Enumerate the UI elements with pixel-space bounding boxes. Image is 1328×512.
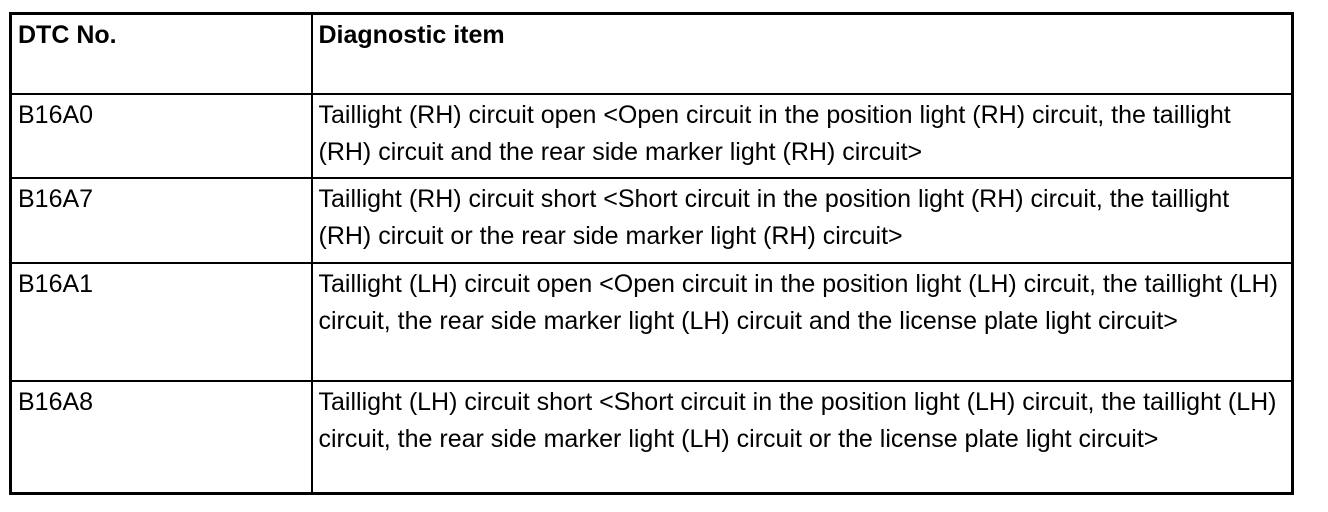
diagnostic-item-cell: Taillight (LH) circuit open <Open circui… xyxy=(310,261,1294,382)
diagnostic-item-cell: Taillight (LH) circuit short <Short circ… xyxy=(310,379,1294,495)
diagnostic-item-cell: Taillight (RH) circuit short <Short circ… xyxy=(310,176,1294,264)
table-header-row: DTC No. Diagnostic item xyxy=(9,12,1294,95)
dtc-code-cell: B16A8 xyxy=(9,379,313,495)
table-row: B16A8 Taillight (LH) circuit short <Shor… xyxy=(9,379,1294,495)
dtc-table: DTC No. Diagnostic item B16A0 Taillight … xyxy=(9,12,1294,495)
dtc-no-column-header: DTC No. xyxy=(9,12,313,95)
dtc-code-cell: B16A1 xyxy=(9,261,313,382)
diagnostic-item-cell: Taillight (RH) circuit open <Open circui… xyxy=(310,92,1294,179)
table-row: B16A1 Taillight (LH) circuit open <Open … xyxy=(9,261,1294,382)
dtc-code-cell: B16A7 xyxy=(9,176,313,264)
diagnostic-item-column-header: Diagnostic item xyxy=(310,12,1294,95)
table-row: B16A7 Taillight (RH) circuit short <Shor… xyxy=(9,176,1294,264)
dtc-code-cell: B16A0 xyxy=(9,92,313,179)
table-row: B16A0 Taillight (RH) circuit open <Open … xyxy=(9,92,1294,179)
